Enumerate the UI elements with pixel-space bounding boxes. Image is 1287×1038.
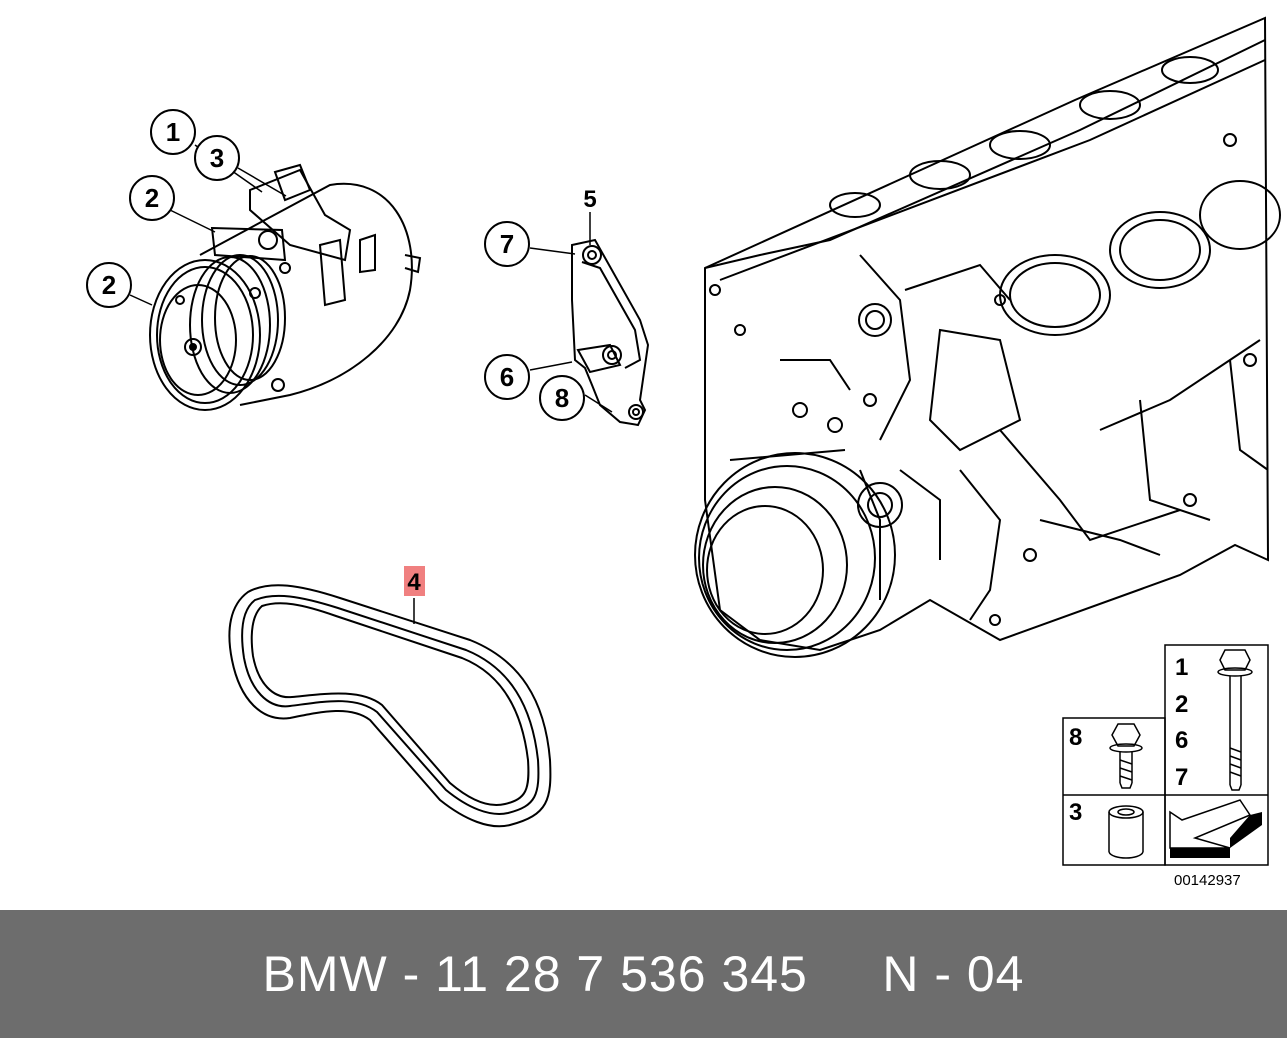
- footer-bar: BMW - 11 28 7 536 345 N - 04: [0, 910, 1287, 1038]
- callout-1: 1: [150, 109, 196, 155]
- svg-text:8: 8: [555, 383, 569, 413]
- callout-2-lower: 2: [86, 262, 132, 308]
- long-bolt-icon: [1217, 649, 1253, 791]
- leader-lines: [129, 144, 613, 624]
- legend-num-2: 2: [1175, 691, 1188, 718]
- part-number-label: BMW - 11 28 7 536 345 N - 04: [262, 946, 1025, 1002]
- callout-2-upper: 2: [129, 175, 175, 221]
- callout-8: 8: [539, 375, 585, 421]
- legend-num-6: 6: [1175, 727, 1188, 754]
- legend-num-3: 3: [1069, 799, 1082, 826]
- drive-belt-drawing: [228, 584, 552, 828]
- short-bolt-icon: [1109, 723, 1143, 789]
- svg-text:4: 4: [407, 569, 421, 596]
- legend-num-7: 7: [1175, 764, 1188, 791]
- callout-3: 3: [194, 135, 240, 181]
- callout-5: 5: [583, 186, 596, 213]
- direction-arrow-icon: [1169, 799, 1262, 858]
- engine-block-drawing: [694, 16, 1281, 658]
- parts-diagram: 1 3 2 2 7 6 8 5 4 1 2 6 7: [86, 16, 1281, 889]
- mounting-bracket-drawing: [571, 238, 650, 427]
- svg-text:2: 2: [102, 270, 116, 300]
- callout-4-highlighted: 4: [404, 566, 425, 596]
- legend-num-1: 1: [1175, 654, 1188, 681]
- ac-compressor-drawing: [149, 163, 422, 411]
- svg-text:3: 3: [210, 143, 224, 173]
- fastener-legend: 1 2 6 7 8 3: [1062, 644, 1269, 866]
- sleeve-icon: [1108, 805, 1144, 859]
- legend-num-8: 8: [1069, 724, 1082, 751]
- svg-text:6: 6: [500, 362, 514, 392]
- highlight-box: [404, 566, 425, 596]
- svg-text:7: 7: [500, 229, 514, 259]
- callout-6: 6: [484, 354, 530, 400]
- svg-text:1: 1: [166, 117, 180, 147]
- callout-7: 7: [484, 221, 530, 267]
- svg-text:2: 2: [145, 183, 159, 213]
- drawing-code: 00142937: [1174, 872, 1241, 889]
